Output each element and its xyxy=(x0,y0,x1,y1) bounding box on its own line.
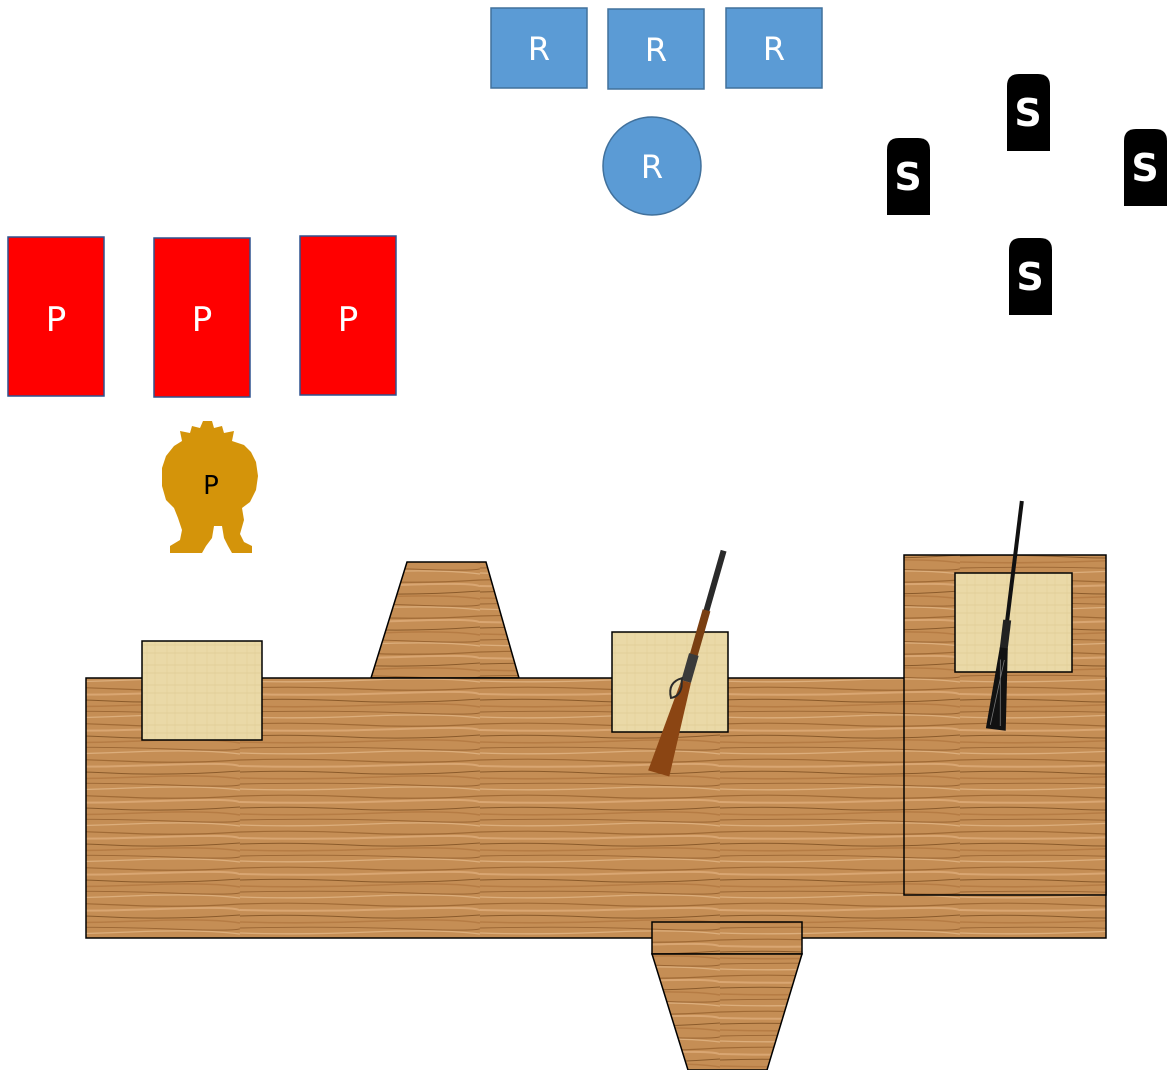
steel-marker-group: S S S S xyxy=(887,74,1167,315)
popper-label: P xyxy=(203,471,219,501)
steel-marker-label: S xyxy=(1014,91,1041,135)
steel-marker-label: S xyxy=(894,155,921,199)
popper-target: P xyxy=(162,421,258,553)
paper-plate-target: P xyxy=(300,236,396,395)
paper-plate-label: P xyxy=(338,300,359,340)
steel-marker: S xyxy=(887,138,930,215)
steel-marker: S xyxy=(1007,74,1050,151)
paper-plate-target: P xyxy=(8,237,104,396)
rifle-plate-target: R xyxy=(726,8,822,88)
paper-box xyxy=(955,573,1072,672)
steel-marker-label: S xyxy=(1016,255,1043,299)
paper-box xyxy=(142,641,262,740)
paper-plate-label: P xyxy=(192,300,213,340)
table-bottom-trapezoid xyxy=(652,954,802,1070)
rifle-plate-target: R xyxy=(608,9,704,89)
paper-plate-label: P xyxy=(46,300,67,340)
steel-marker: S xyxy=(1009,238,1052,315)
rifle-plate-label: R xyxy=(645,31,667,69)
rifle-round-target: R xyxy=(603,117,701,215)
paper-plate-group: P P P xyxy=(8,236,396,397)
table-bottom-cap xyxy=(652,922,802,954)
rifle-plate-label: R xyxy=(763,30,785,68)
table-top-trapezoid xyxy=(371,562,519,678)
steel-marker-label: S xyxy=(1131,146,1158,190)
rifle-plate-target: R xyxy=(491,8,587,88)
rifle-plate-group: R R R R xyxy=(491,8,822,215)
paper-plate-target: P xyxy=(154,238,250,397)
shooting-table xyxy=(86,555,1106,1070)
steel-marker: S xyxy=(1124,129,1167,206)
rifle-plate-label: R xyxy=(528,30,550,68)
rifle-round-label: R xyxy=(641,148,663,186)
